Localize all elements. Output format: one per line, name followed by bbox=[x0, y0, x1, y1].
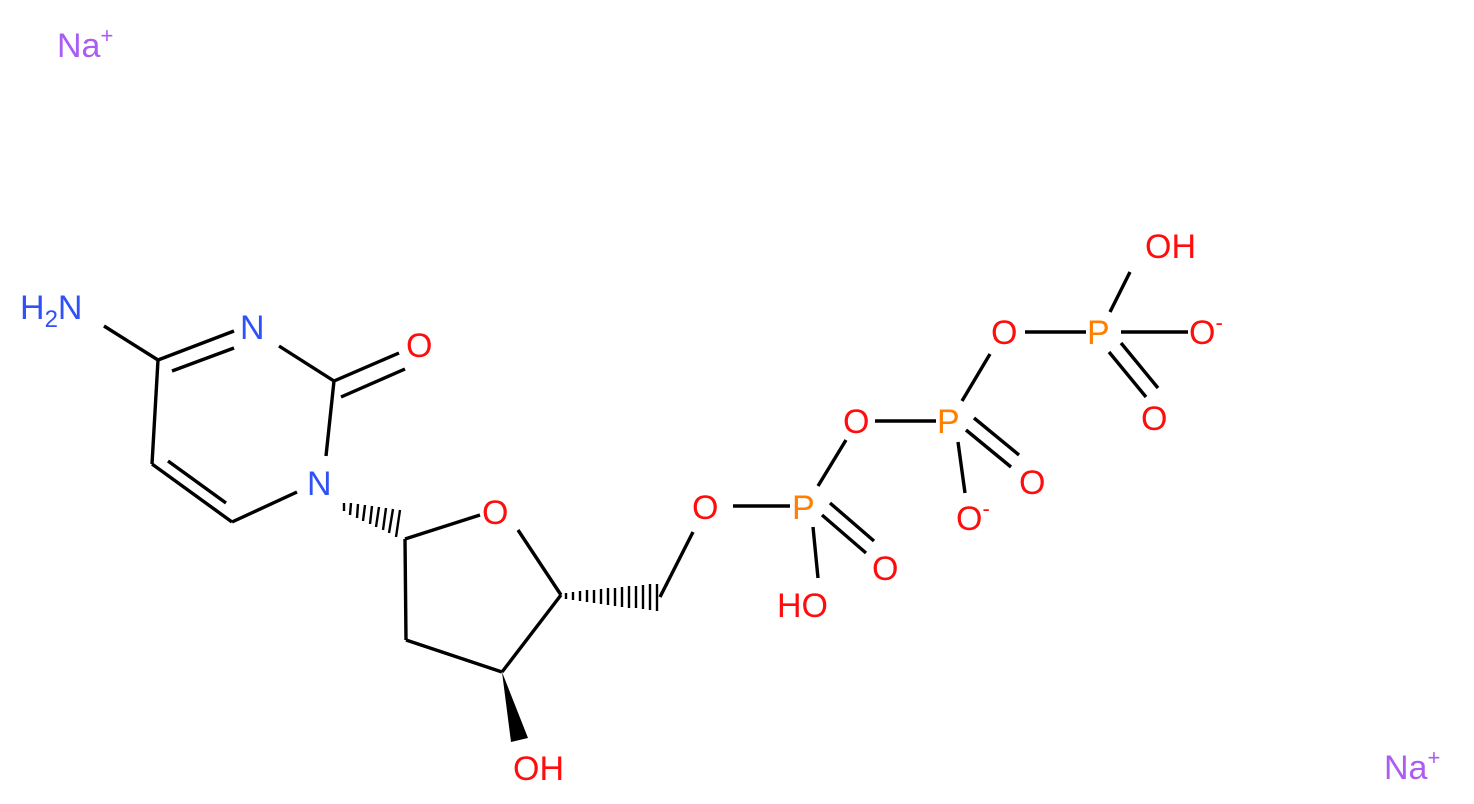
bond-c1prime-c2prime bbox=[403, 538, 408, 641]
sodium-ion-top: Na+ bbox=[57, 23, 113, 65]
bond-c4prime-c5prime-hashed bbox=[564, 584, 659, 611]
atom-labels: Na+ Na+ H2N N N O O OH O P HO O O P O O-… bbox=[20, 23, 1440, 788]
phosphate-alpha-hydroxyl: HO bbox=[777, 587, 828, 625]
bond-n1-c6 bbox=[231, 490, 298, 524]
phosphate-gamma-oxide: O- bbox=[1189, 310, 1223, 352]
bond-pbeta-ominus bbox=[956, 441, 967, 494]
bond-pgamma-o bbox=[1107, 350, 1148, 399]
bond-palpha-o-double bbox=[828, 501, 876, 543]
bridge-oxygen-2: O bbox=[991, 314, 1017, 352]
bond-c3prime-c4prime bbox=[500, 593, 563, 674]
ring-nitrogen-1: N bbox=[307, 465, 332, 503]
bond-c6-c5 bbox=[151, 462, 233, 524]
bond-n3-c2 bbox=[278, 344, 335, 383]
bond-palpha-o bbox=[820, 513, 868, 555]
amine-group: H2N bbox=[20, 289, 82, 333]
bond-c4-n3-double bbox=[171, 346, 235, 373]
ester-oxygen-5prime: O bbox=[692, 489, 718, 527]
phosphorus-gamma: P bbox=[1087, 314, 1110, 352]
bond-n-c4 bbox=[103, 324, 159, 362]
ring-nitrogen-3: N bbox=[240, 309, 265, 347]
bond-c4-n3 bbox=[157, 329, 235, 362]
phosphorus-beta: P bbox=[937, 403, 960, 441]
bond-c2-n1 bbox=[324, 380, 336, 457]
bond-n1-c1prime-hashed bbox=[342, 502, 402, 538]
hydroxyl-3prime: OH bbox=[513, 750, 564, 788]
phosphate-beta-oxygen: O bbox=[1019, 464, 1045, 502]
bond-pbeta-o bbox=[964, 428, 1013, 469]
bond-pgamma-o-double bbox=[1119, 341, 1160, 390]
bond-c6-c5-double bbox=[167, 459, 227, 505]
bond-c5prime-o5 bbox=[658, 531, 695, 598]
bond-layer bbox=[103, 271, 1188, 742]
bond-c2-o bbox=[333, 351, 400, 383]
sugar-ring-oxygen: O bbox=[482, 494, 508, 532]
phosphate-gamma-oxygen: O bbox=[1141, 400, 1167, 438]
bond-pbeta-bridge2 bbox=[960, 353, 992, 402]
carbonyl-oxygen: O bbox=[406, 327, 432, 365]
bond-palpha-oh bbox=[811, 526, 820, 579]
bond-pgamma-oh bbox=[1108, 271, 1132, 313]
bond-c2-o-double bbox=[340, 367, 406, 399]
phosphate-beta-oxide: O- bbox=[956, 496, 990, 538]
bond-c5-c4 bbox=[150, 359, 160, 465]
bond-c2prime-c3prime bbox=[405, 638, 503, 674]
phosphate-gamma-hydroxyl: OH bbox=[1145, 228, 1196, 266]
bond-o4-c4prime bbox=[516, 529, 563, 596]
bond-pbeta-o-double bbox=[972, 416, 1021, 457]
sodium-ion-bottom: Na+ bbox=[1384, 745, 1440, 787]
bond-c3prime-oh-wedge bbox=[502, 672, 528, 742]
bond-palpha-bridge1 bbox=[816, 439, 848, 487]
bridge-oxygen-1: O bbox=[843, 403, 869, 441]
bond-c1prime-o4 bbox=[404, 513, 481, 541]
phosphorus-alpha: P bbox=[792, 489, 815, 527]
phosphate-alpha-oxygen: O bbox=[872, 550, 898, 588]
